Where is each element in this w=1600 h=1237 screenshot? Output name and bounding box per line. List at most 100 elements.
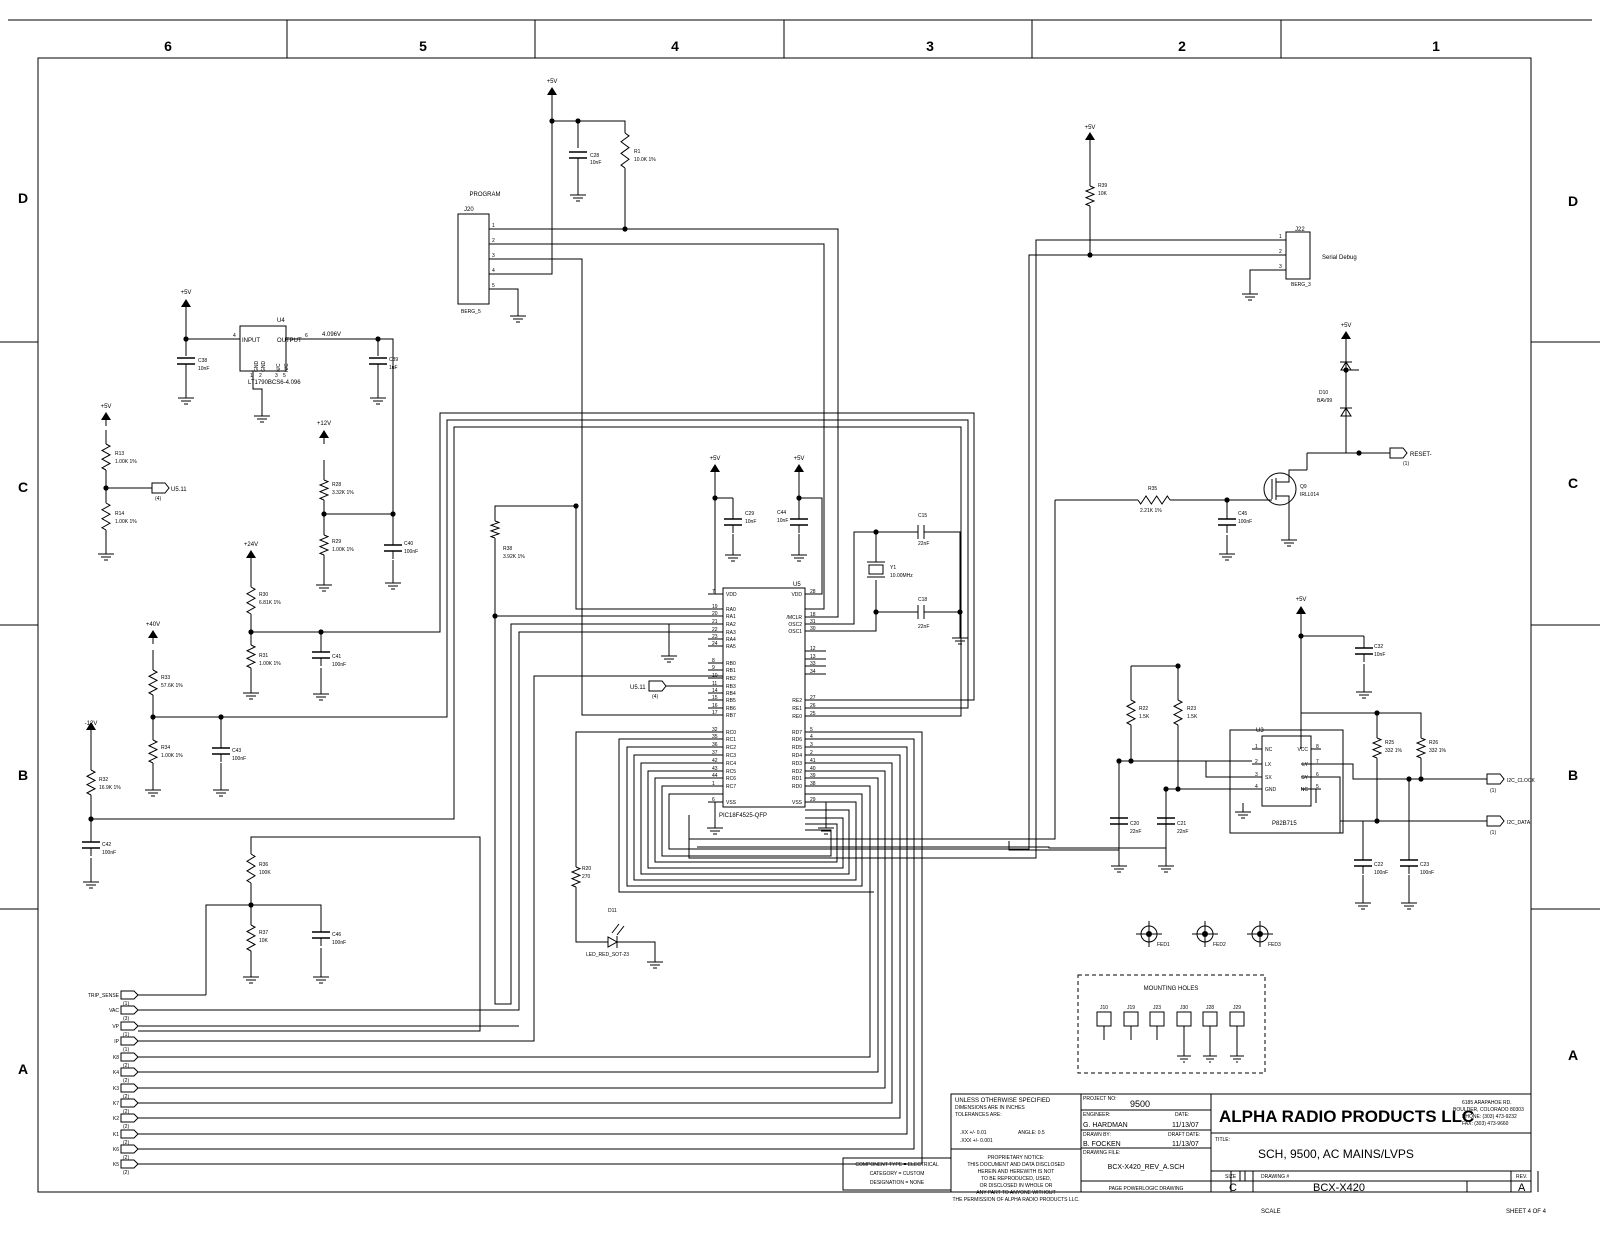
r1-value: 10.0K 1% [634,157,656,163]
c32-value: 10nF [1374,652,1385,658]
offsheet-i2c-data: I2C_DATA (1) [1486,815,1531,836]
mcu-right-pin-name: RE1 [792,706,802,712]
offsheet-connector-label: VP [112,1024,119,1030]
mcu-left-pin-name: RC0 [726,730,736,736]
resistor-r32 [85,769,97,796]
mcu-right-pin-name: RD2 [792,769,802,775]
zone-row-b-right: B [1568,767,1578,783]
resistor-r26 [1415,737,1427,759]
buffer-left-pin-name: SX [1265,775,1272,781]
regulator-pin-in: 4 [233,333,236,339]
resistor-r36 [246,853,256,884]
ground-icon [1356,691,1372,699]
spec-line-2: DIMENSIONS ARE IN INCHES [955,1105,1025,1111]
offsheet-connector-label: VAC [109,1008,119,1014]
mcu-left-pin-name: RC4 [726,761,736,767]
mounting-hole: J30 [1176,1005,1192,1063]
zone-col-1: 1 [1432,38,1440,54]
r38-ref: R38 [503,546,512,552]
capacitor-c22 [1354,859,1372,874]
serial-package: BERG_3 [1291,282,1311,288]
buffer-right-pin-number: 7 [1316,759,1319,765]
company-name: ALPHA RADIO PRODUCTS LLC [1219,1107,1474,1126]
regulator-gnd-1: GND [254,361,260,373]
y1-ref: Y1 [890,565,896,571]
rev-label: REV. [1516,1174,1527,1180]
mcu-left-pin-name: RC3 [726,753,736,759]
buffer-left-pin-number: 1 [1255,744,1258,750]
mcu-left-pin-name: RB3 [726,684,736,690]
mcu-left-pin-number: 20 [712,611,718,617]
regulator-nc-2: N/C [284,363,290,372]
offsheet-us11-label: U5.11 [171,487,187,493]
drawn-label: DRAWN BY: [1083,1132,1111,1138]
mcu-right-pin-number: 2 [810,750,813,756]
serial-debug-header-j22: J22 1 2 3 Serial Debug BERG_3 [1279,227,1357,288]
mcu-right-pin-number: 3 [810,742,813,748]
offsheet-i2c-data-ref: (1) [1490,830,1496,836]
regulator-gnd-2: GND [261,361,267,373]
mcu-left-pin-number: 9 [712,665,715,671]
mcu-left-pin-name: RB1 [726,668,736,674]
program-title: PROGRAM [469,192,500,198]
r35-value: 2.21K 1% [1140,508,1162,514]
mcu-left-pin-number: 17 [712,710,718,716]
ground-icon [243,976,259,984]
capacitor-c39 [369,357,387,372]
c23-value: 100nF [1420,870,1434,876]
resistor-r34 [147,739,159,764]
program-ref: J20 [464,207,474,213]
r32-value: 16.9K 1% [99,785,121,791]
offsheet-connector-label: K4 [113,1070,119,1076]
ground-icon [1281,539,1297,547]
r33-value: 57.6K 1% [161,683,183,689]
mcu-left-pin-name: RA3 [726,630,736,636]
buffer-right-pin-number: 5 [1316,784,1319,790]
sheet-frame [0,19,1600,1193]
offsheet-connector: IP(1) [114,1036,139,1053]
offsheet-connector: VAC(3) [109,1005,139,1022]
buffer-right-pin-number: 8 [1316,744,1319,750]
regulator-u4: U4 INPUT OUTPUT 4 6 GND GND N/C N/C 1 2 … [233,318,308,386]
engineer-label: ENGINEER: [1083,1112,1111,1118]
mcu-left-pin-number: 1 [712,781,715,787]
offsheet-us11-ref: (4) [155,496,161,502]
mcu-right-pin-name: VSS [792,800,803,806]
ground-icon [647,961,663,969]
mounting-hole: J23 [1149,1005,1165,1040]
r32-ref: R32 [99,777,108,783]
zone-row-a-right: A [1568,1047,1578,1063]
resistor-r31 [245,644,257,669]
mcu-left-pin-number: 6 [712,797,715,803]
mcu-left-pin-number: 43 [712,766,718,772]
mcu-right-pin-name: RD3 [792,761,802,767]
spec-line-3: TOLERANCES ARE: [955,1112,1002,1118]
capacitor-c44 [790,518,808,533]
ground-icon [1401,902,1417,910]
mounting-title: MOUNTING HOLES [1144,986,1199,992]
resistor-r30 [245,586,257,615]
r37-ref: R37 [259,930,268,936]
r22-ref: R22 [1139,706,1148,712]
power-arrow-icon [181,299,191,313]
r25-ref: R25 [1385,740,1394,746]
mcu-right-pin-number: 4 [810,734,813,740]
r13-value: 1.00K 1% [115,459,137,465]
offsheet-u5-11: U5.11 (4) [630,680,667,700]
serial-pin-2: 2 [1279,249,1282,255]
capacitor-c45 [1218,518,1236,533]
resistor-r1 [620,132,630,169]
regulator-bpin-5: 5 [283,373,286,379]
mcu-right-pin-name: RD7 [792,730,802,736]
offsheet-connector: K1(2) [113,1129,139,1146]
mcu-left-pin-name: RB6 [726,706,736,712]
mcu-right-pin-number: 40 [810,766,816,772]
ground-icon [1235,811,1251,819]
title-block: UNLESS OTHERWISE SPECIFIED DIMENSIONS AR… [842,1093,1539,1203]
power-5v-label: +5V [1296,597,1307,603]
offsheet-connector-ref: (2) [123,1078,129,1084]
serial-pin-1: 1 [1279,234,1282,240]
offsheet-connector-ref: (2) [123,1124,129,1130]
mcu-left-pin-name: RA4 [726,637,736,643]
